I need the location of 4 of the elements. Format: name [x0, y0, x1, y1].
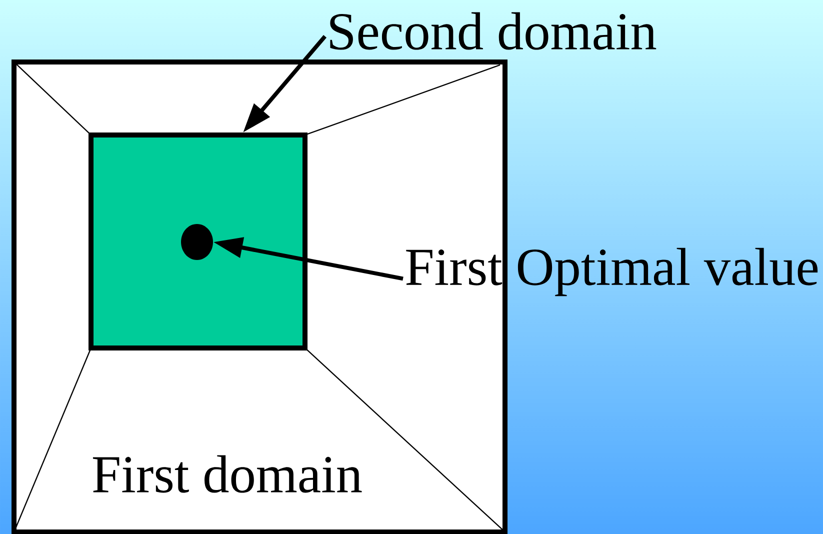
point-dot — [181, 224, 213, 260]
domain-box — [88, 132, 308, 350]
callout-text: Second domain — [330, 12, 656, 50]
callout-text: First Optimal value — [406, 248, 818, 296]
